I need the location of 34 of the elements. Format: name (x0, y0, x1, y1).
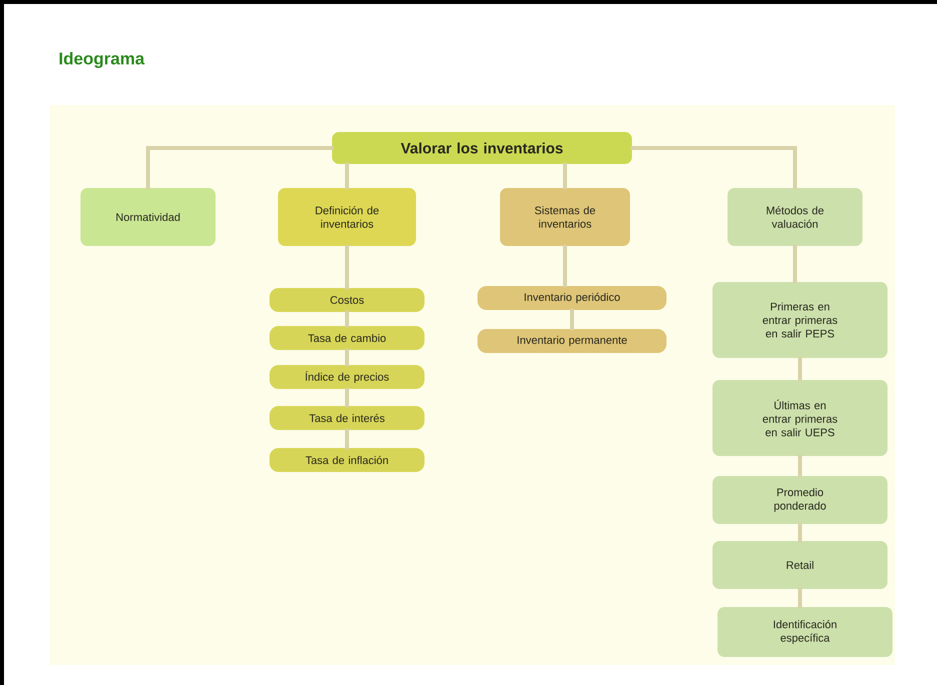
method-box: Primeras en entrar primeras en salir PEPS (712, 282, 888, 358)
item-pill: Tasa de cambio (270, 326, 424, 350)
item-pill: Inventario permanente (478, 329, 666, 353)
connector-line (345, 428, 349, 450)
connector-line (345, 244, 349, 290)
connector-line (630, 146, 797, 190)
item-pill: Costos (270, 288, 424, 312)
connector-line (345, 162, 349, 190)
connector-line (570, 308, 574, 330)
item-pill: Índice de precios (270, 365, 424, 389)
connector-line (793, 244, 797, 284)
connector-line (563, 244, 567, 288)
connector-line (345, 310, 349, 328)
connector-line (798, 588, 802, 608)
connector-line (345, 388, 349, 408)
connector-line (563, 162, 567, 190)
title-box: Valorar los inventarios (332, 132, 632, 164)
category-box: Sistemas de inventarios (500, 188, 630, 246)
connector-line (146, 146, 334, 190)
category-box: Normatividad (80, 188, 216, 246)
connector-line (798, 522, 802, 542)
connector-line (798, 356, 802, 382)
method-box: Promedio ponderado (712, 476, 888, 524)
item-pill: Inventario periódico (478, 286, 666, 310)
method-box: Retail (712, 541, 888, 589)
method-box: Identificación específica (718, 607, 892, 657)
title: Ideograma (60, 52, 145, 68)
item-pill: Tasa de interés (270, 406, 424, 430)
category-box: Definición de inventarios (278, 188, 416, 246)
connector-line (345, 348, 349, 366)
method-box: Últimas en entrar primeras en salir UEPS (712, 380, 888, 456)
category-box: Métodos de valuación (728, 188, 862, 246)
connector-line (798, 454, 802, 478)
item-pill: Tasa de inflación (270, 448, 424, 472)
